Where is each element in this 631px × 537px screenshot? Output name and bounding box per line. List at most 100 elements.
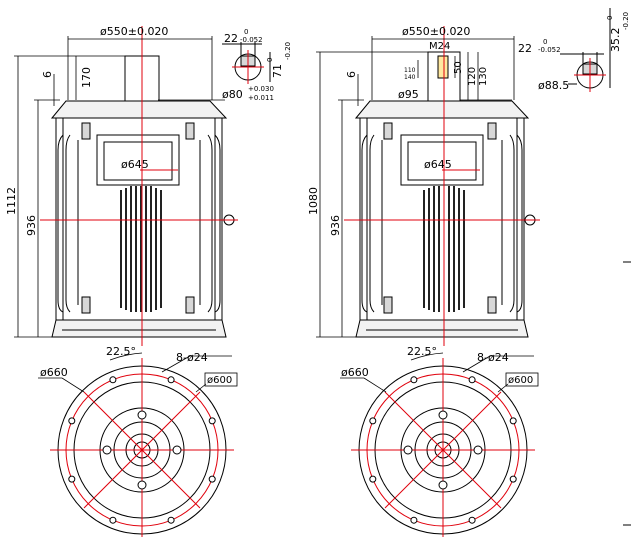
right-centerlines	[344, 26, 540, 346]
right-key-depth-tol-up: 0	[606, 16, 614, 20]
left-outer-hole	[208, 417, 216, 425]
left-shaft-key-depth: 71	[271, 64, 284, 78]
right-dim-120: 120	[467, 67, 478, 86]
right-key-depth-tol-low: -0.20	[622, 12, 630, 30]
left-body-dia-label: ø645	[121, 158, 149, 171]
right-top-gap-label: 6	[345, 71, 358, 78]
right-inner-hole	[473, 445, 483, 455]
left-shaft-key-depth-tol-up: 0	[266, 58, 274, 62]
left-shaft-dia-label: ø550±0.020	[100, 25, 168, 38]
left-bolt-circle-label: ø660	[40, 366, 68, 379]
left-holes-label: 8-ø24	[176, 351, 208, 364]
right-inner-hole	[438, 410, 448, 420]
right-key-dia-label: ø88.5	[538, 79, 569, 92]
left-outer-hole	[68, 475, 76, 483]
left-cooling-fins-left	[57, 134, 79, 313]
left-flange-dims	[38, 352, 232, 393]
left-center-fins	[120, 186, 162, 312]
left-body-height-label: 936	[25, 215, 38, 236]
right-dimensions	[316, 36, 515, 338]
right-outer-hole	[369, 475, 377, 483]
left-outer-hole	[167, 516, 175, 524]
right-cooling-fins-right	[501, 134, 523, 313]
left-body-outline	[55, 118, 223, 321]
right-holes-label: 8-ø24	[477, 351, 509, 364]
left-inner-hole	[137, 480, 147, 490]
right-spigot-label: ø600	[508, 375, 533, 386]
right-spigot-box	[505, 372, 539, 387]
left-top-gap-label: 6	[41, 71, 54, 78]
right-shaft-dia-label: ø550±0.020	[402, 25, 470, 38]
right-bolt-holes	[369, 376, 517, 524]
left-angle-label: 22.5°	[106, 345, 136, 358]
left-outer-hole	[167, 376, 175, 384]
left-outer-hole	[68, 417, 76, 425]
left-outer-hole	[109, 376, 117, 384]
right-bolt-circle-label: ø660	[341, 366, 369, 379]
right-thread-label: M24	[429, 41, 450, 52]
left-dimensions	[14, 36, 225, 338]
edge-ticks	[623, 261, 631, 526]
right-key-depth-label: 35.2	[609, 28, 622, 53]
right-dim-130: 130	[478, 67, 489, 86]
left-key-width-tol-low: -0.052	[240, 36, 263, 44]
left-cooling-fins-right	[199, 134, 221, 313]
left-spigot-label: ø600	[207, 375, 232, 386]
left-key-width-tol-up: 0	[244, 28, 248, 36]
right-outer-hole	[410, 376, 418, 384]
right-terminal-box	[400, 134, 484, 186]
left-outer-hole	[208, 475, 216, 483]
left-total-height-label: 1112	[5, 187, 18, 215]
right-outer-hole	[509, 417, 517, 425]
left-inner-hole	[137, 410, 147, 420]
left-shaft-dia2-label: ø80	[222, 88, 243, 101]
right-bottom-plate	[355, 319, 529, 338]
left-inner-hole	[172, 445, 182, 455]
left-side-view	[50, 55, 235, 338]
right-key-section	[560, 8, 611, 92]
left-flange-centerlines	[50, 358, 234, 537]
left-shaft-dia2-tol-low: +0.011	[248, 94, 274, 102]
left-bolt-holes	[68, 376, 216, 524]
left-top-plate	[50, 100, 228, 119]
right-outer-hole	[369, 417, 377, 425]
left-shaft-key-depth-tol-low: -0.20	[284, 42, 292, 60]
right-shaft-key	[437, 55, 449, 79]
right-dim-110: 110	[404, 67, 416, 74]
right-angle-label: 22.5°	[407, 345, 437, 358]
left-key-width-label: 22	[224, 32, 238, 45]
right-flange-centerlines	[351, 358, 535, 537]
right-center-fins	[423, 186, 465, 312]
left-bottom-plate	[51, 319, 227, 338]
right-labels: ø550±0.020 M24 22 0 -0.052 35.2 0 -0.20 …	[307, 12, 630, 387]
left-centerlines	[40, 26, 238, 346]
right-inner-hole	[403, 445, 413, 455]
left-shaft-dia2-tol-up: +0.030	[248, 85, 274, 93]
right-outer-hole	[468, 516, 476, 524]
right-top-plate	[354, 100, 530, 119]
left-labels: ø550±0.020 22 0 -0.052 71 0 -0.20 170 6 …	[5, 25, 292, 387]
right-inner-hole	[438, 480, 448, 490]
left-spigot-box	[204, 372, 238, 387]
left-outer-hole	[109, 516, 117, 524]
right-key-width-tol-up: 0	[543, 38, 547, 46]
right-cooling-fins-left	[361, 134, 383, 313]
right-outer-hole	[468, 376, 476, 384]
right-bolts	[383, 122, 497, 314]
right-side-view	[354, 51, 536, 338]
left-bolts	[81, 122, 195, 314]
right-outer-hole	[410, 516, 418, 524]
left-inner-hole	[102, 445, 112, 455]
right-body-height-label: 936	[329, 215, 342, 236]
left-terminal-box	[96, 134, 180, 186]
right-shaft-dia2-label: ø95	[398, 88, 419, 101]
right-body-dia-label: ø645	[424, 158, 452, 171]
left-key-section	[222, 42, 271, 84]
right-outer-hole	[509, 475, 517, 483]
right-dim-50: 50	[453, 61, 464, 74]
right-key-width-tol-low: -0.052	[538, 46, 561, 54]
left-shaft-len-label: 170	[80, 67, 93, 88]
right-total-height-label: 1080	[307, 187, 320, 215]
right-flange-dims	[340, 352, 534, 393]
